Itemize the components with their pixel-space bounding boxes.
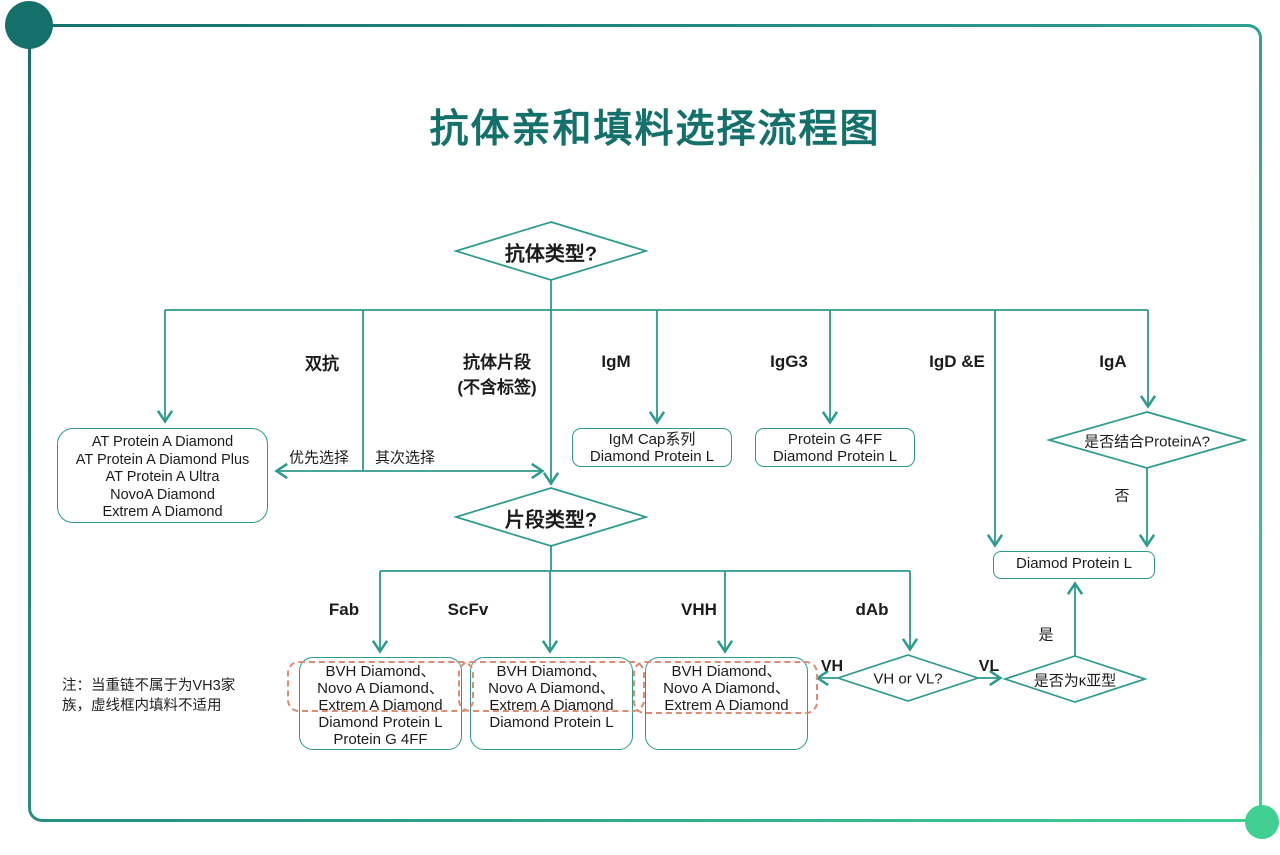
box-line: Diamond Protein L [489,714,614,731]
box-line: Protein G 4FF [787,431,883,448]
edge-label-vh: VH [820,658,844,675]
page-title: 抗体亲和填料选择流程图 [429,108,881,151]
box-line: Diamond Protein L [589,448,715,465]
branch-label-scfv: ScFv [447,600,489,619]
decision-fragment-type: 片段类型? [504,509,598,532]
branch-label-igde: IgD &E [929,352,985,371]
box-line: Extrem A Diamond [318,697,443,714]
page-border-frame [28,24,1262,822]
box-line: IgM Cap系列 [608,431,696,448]
branch-label-bispecific: 双抗 [305,354,339,374]
corner-dot-top-left [5,1,53,49]
note-line2: 族，虚线框内填料不适用 [62,698,222,714]
box-line: Extrem A Diamond [664,697,789,714]
box-igg3-media: Protein G 4FF Diamond Protein L [755,428,915,467]
branch-label-vhh: VHH [681,600,717,619]
edge-label-no: 否 [1114,487,1130,505]
branch-label-igm: IgM [601,352,631,371]
decision-binds-protein-a: 是否结合ProteinA? [1084,433,1210,451]
box-line: Extrem A Diamond [102,504,223,520]
corner-dot-bottom-right [1245,805,1279,839]
box-scfv-media: BVH Diamond、 Novo A Diamond、 Extrem A Di… [470,657,633,750]
box-line: Diamod Protein L [1016,555,1132,572]
branch-label-fab: Fab [328,600,360,619]
box-igm-media: IgM Cap系列 Diamond Protein L [572,428,732,467]
note-line1: 注：当重链不属于为VH3家 [62,678,236,694]
branch-label-fragment: 抗体片段 (不含标签) [457,348,536,398]
box-line: AT Protein A Ultra [105,469,220,485]
decision-antibody-type: 抗体类型? [504,243,598,266]
box-line: BVH Diamond、 [671,663,782,680]
box-line: Protein G 4FF [333,731,428,748]
box-line: Novo A Diamond、 [488,680,615,697]
branch-label-fragment-line1: 抗体片段 [462,353,531,372]
box-line: Diamond Protein L [318,714,443,731]
box-line: AT Protein A Diamond [91,434,234,450]
branch-label-fragment-line2: (不含标签) [457,378,537,397]
decision-kappa-subtype: 是否为κ亚型 [1033,672,1117,690]
branch-label-igg3: IgG3 [770,352,808,371]
box-line: BVH Diamond、 [325,663,436,680]
branch-label-iga: IgA [1099,352,1127,371]
box-line: Novo A Diamond、 [663,680,790,697]
label-secondary-choice: 其次选择 [374,449,436,467]
edge-label-vl: VL [978,658,1000,675]
box-diamond-protein-l: Diamod Protein L [993,551,1155,579]
box-line: AT Protein A Diamond Plus [75,451,250,468]
box-line: BVH Diamond、 [496,663,607,680]
branch-label-dab: dAb [855,600,889,619]
box-fab-media: BVH Diamond、 Novo A Diamond、 Extrem A Di… [299,657,462,750]
box-line: Novo A Diamond、 [317,680,444,697]
decision-vh-or-vl: VH or VL? [873,670,943,688]
note-text: 注：当重链不属于为VH3家 族，虚线框内填料不适用 [62,676,272,716]
edge-label-yes: 是 [1038,626,1054,644]
box-line: NovoA Diamond [110,486,215,503]
label-preferred-choice: 优先选择 [288,449,350,467]
box-line: Extrem A Diamond [489,697,614,714]
box-protein-a-media: AT Protein A Diamond AT Protein A Diamon… [57,428,268,523]
box-line: Diamond Protein L [772,448,898,465]
box-vhh-media: BVH Diamond、 Novo A Diamond、 Extrem A Di… [645,657,808,750]
